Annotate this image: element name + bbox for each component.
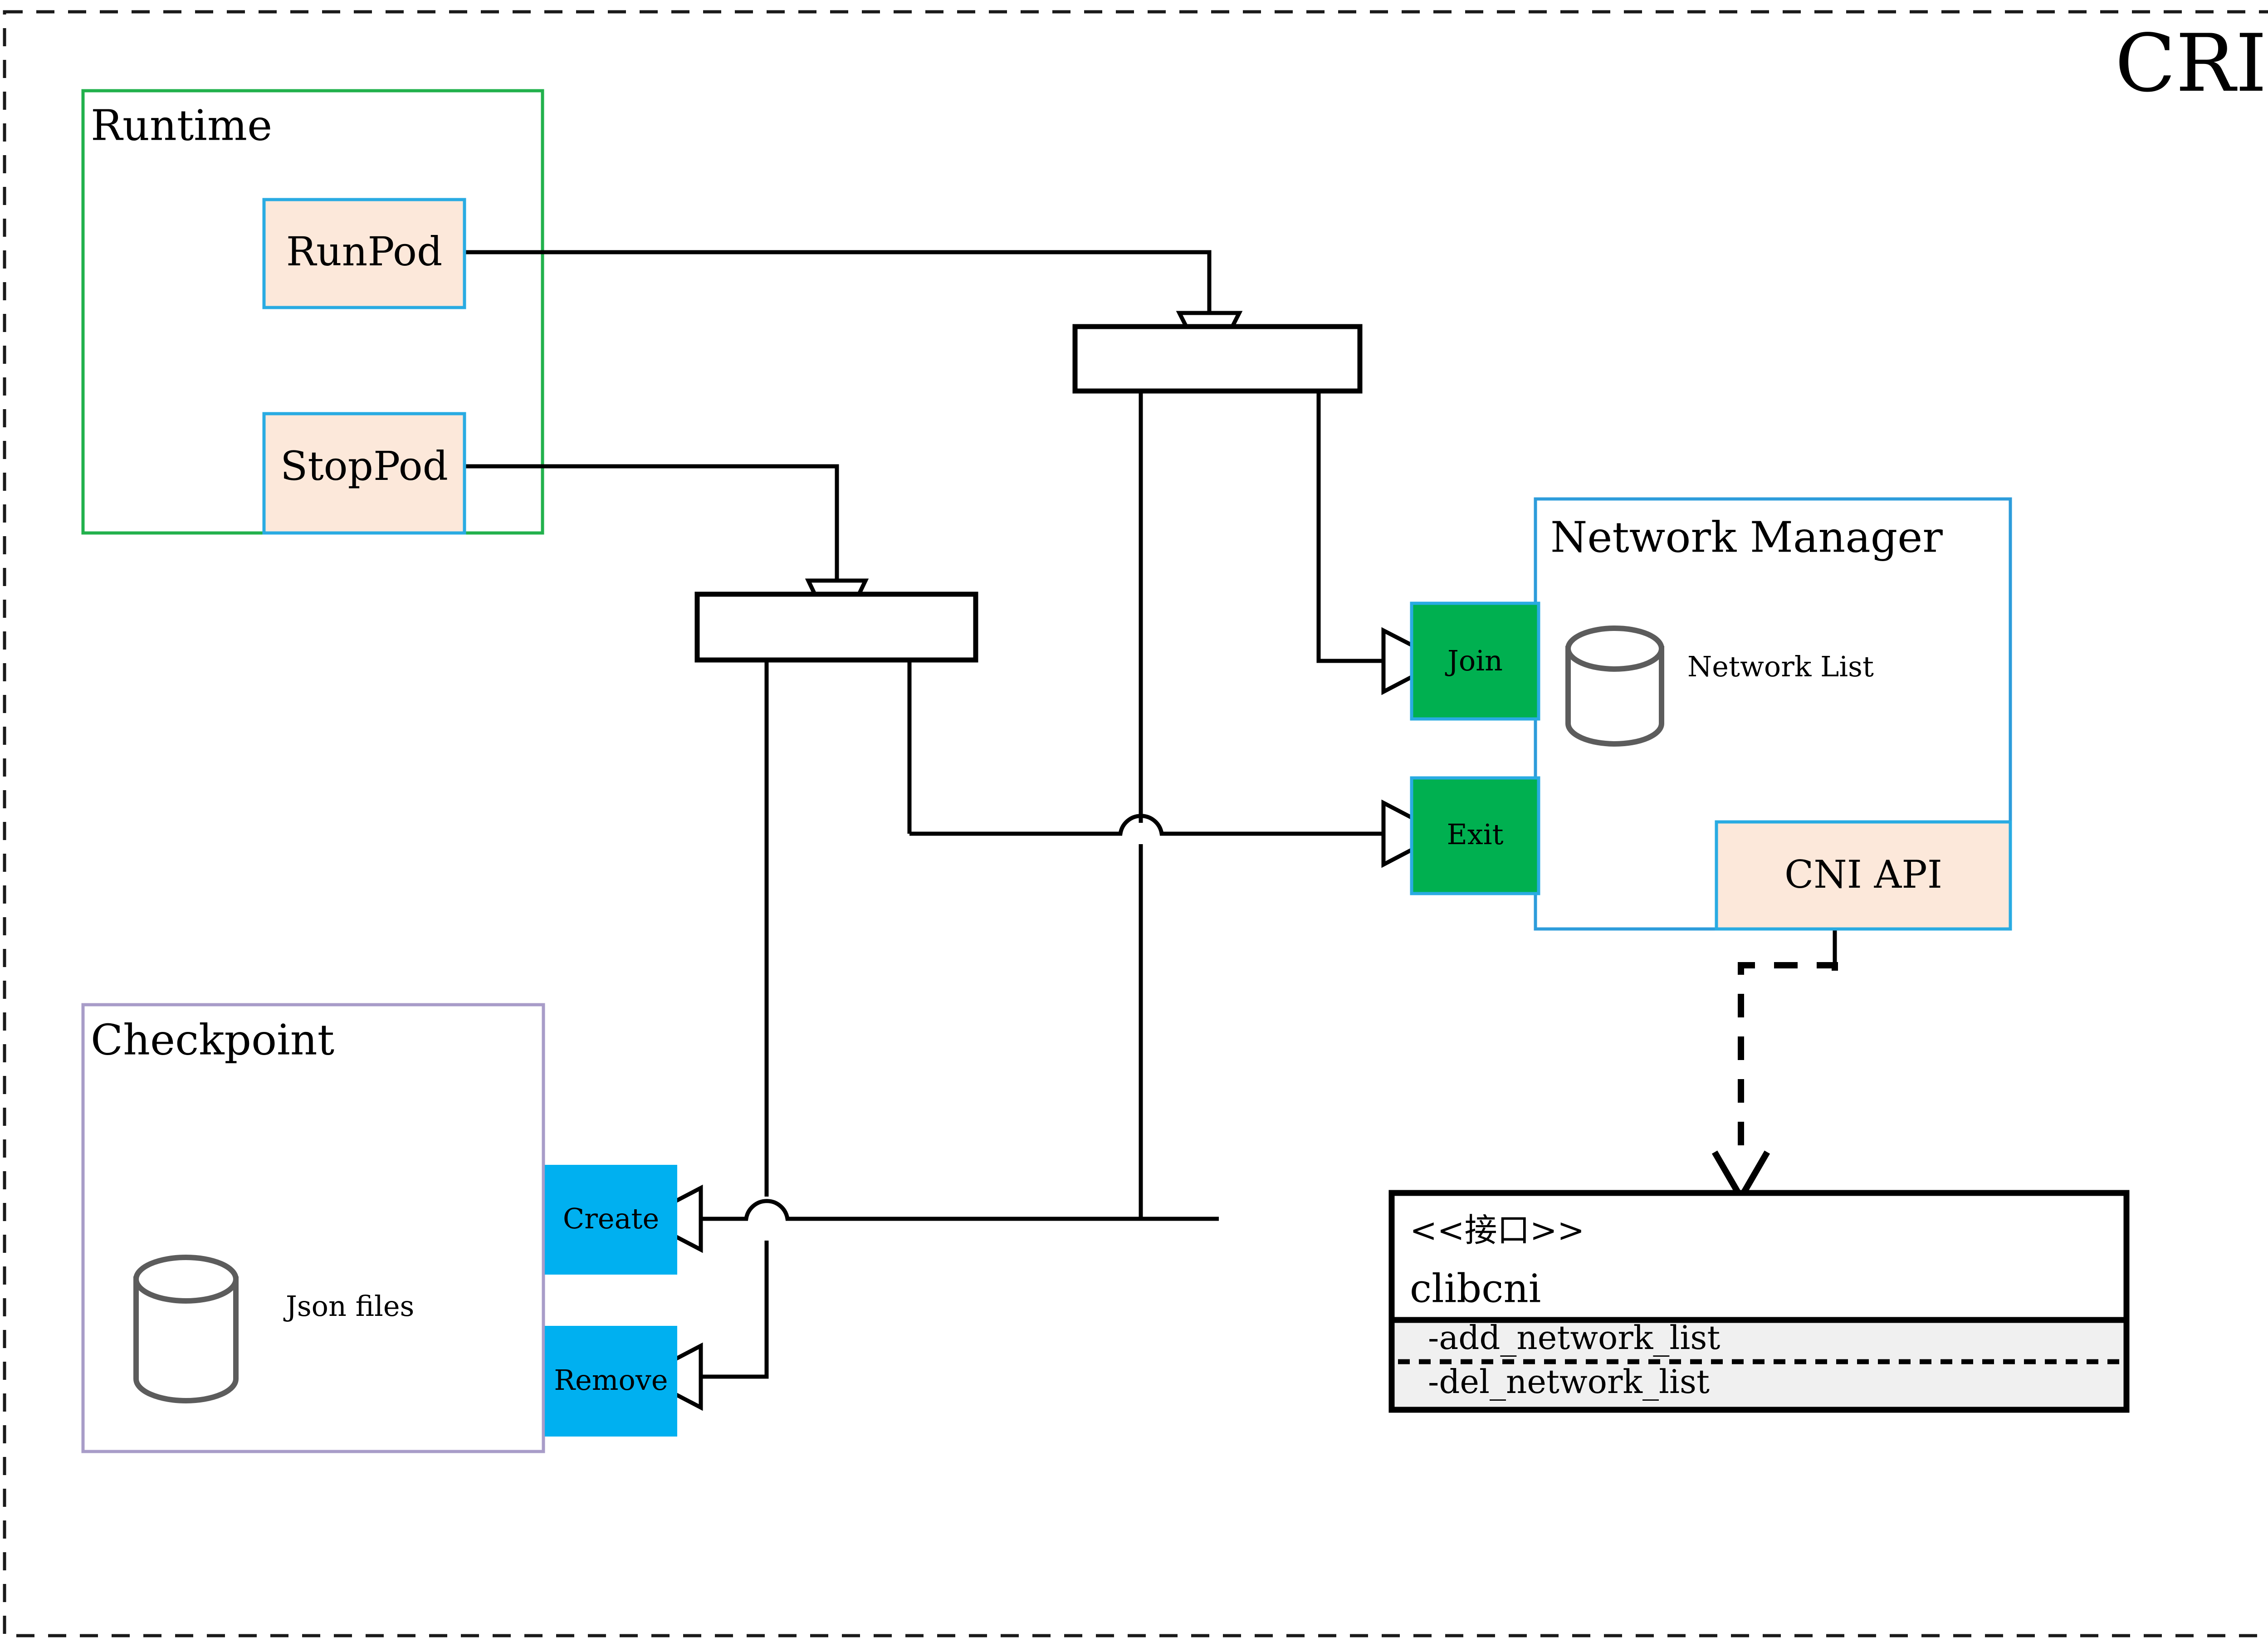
interface-method-0: -add_network_list [1428, 1319, 1720, 1357]
edge-stoppod-to-fork-bottom [464, 464, 839, 585]
node-stoppod[interactable]: StopPod [262, 412, 466, 535]
node-remove-label: Remove [554, 1364, 668, 1397]
edge-runpod-to-fork-top [464, 250, 1212, 318]
edge-forktop-left-leg-lower [946, 844, 1143, 1221]
edge-forktop-right-leg-to-join [1316, 391, 1386, 663]
checkpoint-store-label: Json files [283, 1290, 414, 1323]
group-network-manager-label: Network Manager [1550, 513, 1943, 562]
networkmanager-store-label: Network List [1687, 650, 1874, 683]
node-stoppod-label: StopPod [280, 443, 448, 489]
interface-stereotype: <<接口>> [1410, 1211, 1584, 1249]
node-join-label: Join [1445, 644, 1503, 677]
edge-cniapi-to-clibcni [1738, 962, 1838, 1159]
group-checkpoint-label: Checkpoint [91, 1015, 334, 1064]
group-runtime-label: Runtime [91, 101, 272, 150]
page-title: CRI [2115, 18, 2267, 110]
cylinder-database-icon-networkmanager [1565, 626, 1664, 747]
uml-interface-clibcni[interactable]: <<接口>> clibcni -add_network_list -del_ne… [1388, 1190, 2130, 1413]
node-cni-api[interactable]: CNI API [1715, 820, 2012, 931]
node-fork-top[interactable] [1072, 324, 1363, 394]
node-exit-label: Exit [1447, 818, 1504, 851]
edge-to-exit [909, 814, 1386, 836]
node-fork-bottom[interactable] [694, 591, 978, 663]
node-cni-api-label: CNI API [1784, 852, 1942, 897]
node-runpod[interactable]: RunPod [262, 198, 466, 309]
edge-forkbottom-left-leg-lower [699, 1241, 769, 1379]
cylinder-database-icon-checkpoint [133, 1255, 239, 1403]
node-exit[interactable]: Exit [1410, 776, 1540, 895]
node-runpod-label: RunPod [286, 228, 443, 275]
node-remove[interactable]: Remove [545, 1326, 677, 1437]
edge-to-create [699, 1199, 1219, 1221]
interface-name: clibcni [1410, 1266, 1541, 1312]
outer-frame [3, 10, 2268, 1637]
node-join[interactable]: Join [1410, 601, 1540, 721]
node-create[interactable]: Create [545, 1165, 677, 1275]
interface-method-1: -del_network_list [1428, 1363, 1710, 1401]
node-create-label: Create [563, 1202, 659, 1235]
